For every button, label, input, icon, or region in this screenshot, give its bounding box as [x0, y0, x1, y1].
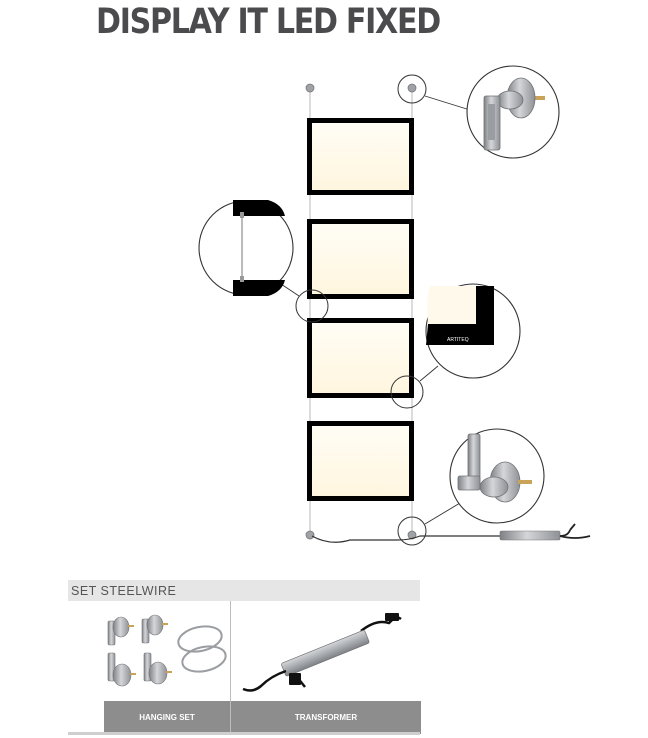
leader-line-bottom — [424, 499, 466, 525]
led-panel-2 — [307, 219, 414, 299]
led-panel-3 — [307, 318, 414, 398]
table-bottom-rule — [68, 732, 420, 735]
leader-line-corner — [419, 365, 439, 382]
led-panel-1 — [307, 118, 414, 195]
highlight-circle-top — [397, 74, 427, 104]
hanging-set-image — [107, 614, 227, 687]
anchor-top-left — [305, 83, 315, 93]
highlight-circle-panel-corner — [390, 375, 424, 409]
hanging-set-cell: HANGING SET — [104, 601, 230, 734]
panel-brand-label: ARTITEQ — [447, 337, 469, 343]
detail-panel-gap — [198, 200, 294, 296]
page-title: DISPLAY IT LED FIXED — [96, 2, 441, 42]
power-cable — [311, 535, 500, 543]
led-display-diagram: ARTITEQ — [198, 65, 591, 546]
highlight-circle-panel-gap — [295, 289, 329, 323]
led-panel-4 — [307, 421, 414, 501]
set-steelwire-header: SET STEELWIRE — [68, 580, 420, 601]
anchor-bottom-left — [305, 530, 315, 540]
transformer-cell: TRANSFORMER — [230, 601, 421, 734]
anchor-top-right — [407, 83, 417, 93]
set-steelwire-table: SET STEELWIRE — [68, 580, 421, 734]
detail-wire-clamp-top — [466, 65, 560, 159]
detail-wire-clamp-bottom — [449, 428, 545, 524]
leader-line-top — [424, 95, 471, 111]
transformer-image — [242, 613, 402, 692]
highlight-circle-bottom — [397, 516, 427, 546]
detail-panel-corner: ARTITEQ — [425, 283, 521, 379]
hanging-set-label: HANGING SET — [104, 701, 230, 734]
transformer-diagram — [499, 523, 591, 541]
transformer-label: TRANSFORMER — [231, 701, 421, 734]
